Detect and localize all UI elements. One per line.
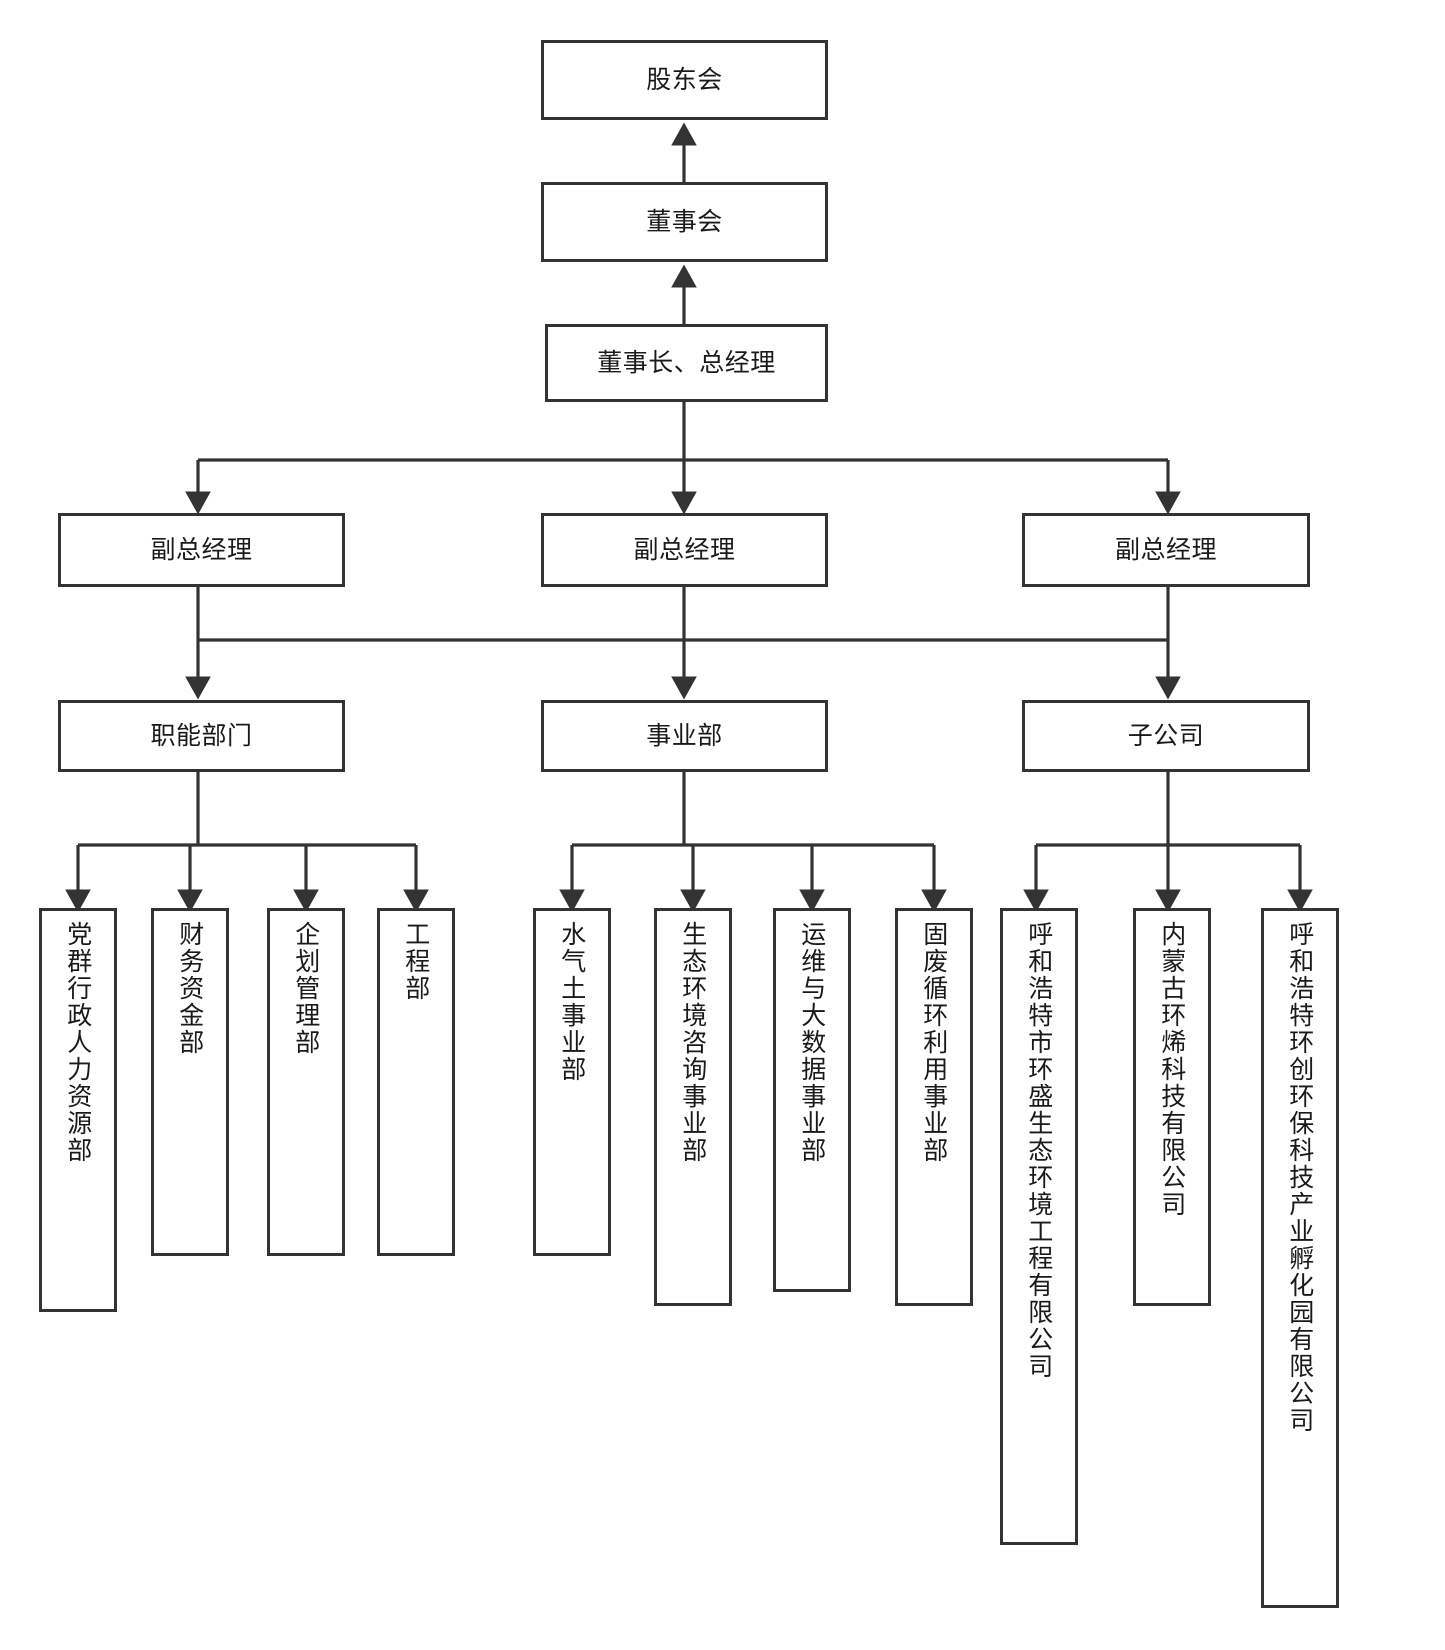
leaf-functional-3-label: 工程部 [401,921,431,1002]
node-chairman-gm-label: 董事长、总经理 [597,348,776,378]
node-business-units-label: 事业部 [646,721,723,751]
node-shareholders-label: 股东会 [646,65,723,95]
leaf-business-3-label: 固废循环利用事业部 [919,921,949,1164]
leaf-business-1-label: 生态环境咨询事业部 [678,921,708,1164]
leaf-business-1[interactable]: 生态环境咨询事业部 [654,908,732,1306]
leaf-business-0[interactable]: 水气土事业部 [533,908,611,1256]
leaf-business-3[interactable]: 固废循环利用事业部 [895,908,973,1306]
node-shareholders[interactable]: 股东会 [541,40,828,120]
node-business-units[interactable]: 事业部 [541,700,828,772]
leaf-functional-2[interactable]: 企划管理部 [267,908,345,1256]
leaf-subsidiary-2-label: 呼和浩特环创环保科技产业孵化园有限公司 [1285,921,1315,1434]
leaf-subsidiary-2[interactable]: 呼和浩特环创环保科技产业孵化园有限公司 [1261,908,1339,1608]
leaf-subsidiary-0[interactable]: 呼和浩特市环盛生态环境工程有限公司 [1000,908,1078,1545]
node-vp-left[interactable]: 副总经理 [58,513,345,587]
node-functional-depts-label: 职能部门 [150,721,253,751]
leaf-subsidiary-1[interactable]: 内蒙古环烯科技有限公司 [1133,908,1211,1306]
leaf-business-0-label: 水气土事业部 [557,921,587,1083]
node-vp-right[interactable]: 副总经理 [1022,513,1310,587]
leaf-functional-2-label: 企划管理部 [291,921,321,1056]
node-functional-depts[interactable]: 职能部门 [58,700,345,772]
node-vp-center-label: 副总经理 [633,535,736,565]
leaf-functional-1-label: 财务资金部 [175,921,205,1056]
node-board[interactable]: 董事会 [541,182,828,262]
node-subsidiaries[interactable]: 子公司 [1022,700,1310,772]
leaf-subsidiary-1-label: 内蒙古环烯科技有限公司 [1157,921,1187,1218]
node-chairman-gm[interactable]: 董事长、总经理 [545,324,828,402]
node-subsidiaries-label: 子公司 [1127,721,1205,751]
leaf-functional-1[interactable]: 财务资金部 [151,908,229,1256]
leaf-functional-0[interactable]: 党群行政人力资源部 [39,908,117,1312]
leaf-business-2-label: 运维与大数据事业部 [797,921,827,1164]
leaf-subsidiary-0-label: 呼和浩特市环盛生态环境工程有限公司 [1024,921,1054,1380]
node-vp-right-label: 副总经理 [1114,535,1217,565]
leaf-functional-3[interactable]: 工程部 [377,908,455,1256]
node-board-label: 董事会 [646,207,723,237]
leaf-functional-0-label: 党群行政人力资源部 [63,921,93,1164]
node-vp-left-label: 副总经理 [150,535,253,565]
leaf-business-2[interactable]: 运维与大数据事业部 [773,908,851,1292]
node-vp-center[interactable]: 副总经理 [541,513,828,587]
